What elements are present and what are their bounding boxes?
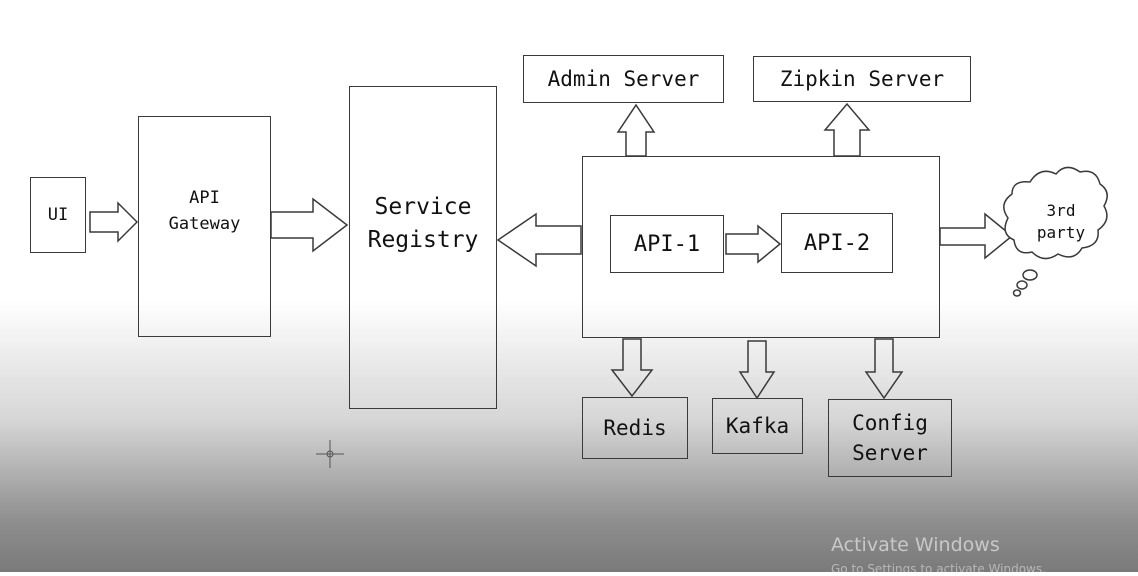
- api-1-label: API-1: [633, 231, 701, 257]
- arrow-cluster-to-redis: [610, 338, 654, 398]
- admin-server-label: Admin Server: [547, 67, 700, 91]
- activate-windows-subtitle: Go to Settings to activate Windows.: [831, 562, 1046, 576]
- arrow-ui-to-gateway: [89, 201, 139, 243]
- third-party-label: 3rd party: [1036, 201, 1086, 243]
- cursor-crosshair-icon: [316, 440, 344, 468]
- kafka-box[interactable]: Kafka: [712, 398, 803, 454]
- arrow-cluster-to-third-party: [939, 212, 1014, 260]
- service-registry-label: Service Registry: [367, 194, 479, 254]
- ui-label: UI: [47, 205, 69, 225]
- microservices-container: [582, 156, 940, 338]
- activate-windows-watermark: Activate Windows: [831, 534, 1000, 556]
- arrow-gateway-to-registry: [270, 197, 349, 253]
- api-1-box[interactable]: API-1: [610, 215, 724, 273]
- api-2-label: API-2: [803, 230, 871, 256]
- arrow-cluster-to-admin: [616, 103, 656, 157]
- zipkin-server-label: Zipkin Server: [779, 67, 945, 91]
- arrow-cluster-to-config: [864, 338, 904, 400]
- config-server-label: Config Server: [852, 410, 928, 465]
- third-party-cloud: [1003, 166, 1108, 297]
- zipkin-server-box[interactable]: Zipkin Server: [753, 56, 971, 102]
- arrow-cluster-to-registry: [496, 212, 582, 268]
- api-gateway-box[interactable]: API Gateway: [138, 116, 271, 337]
- redis-box[interactable]: Redis: [582, 397, 688, 459]
- api-2-box[interactable]: API-2: [781, 213, 893, 273]
- ui-box[interactable]: UI: [30, 177, 86, 253]
- service-registry-box[interactable]: Service Registry: [349, 86, 497, 409]
- kafka-label: Kafka: [725, 414, 790, 438]
- arrow-cluster-to-kafka: [738, 340, 776, 400]
- config-server-box[interactable]: Config Server: [828, 399, 952, 477]
- admin-server-box[interactable]: Admin Server: [523, 55, 724, 103]
- arrow-api1-to-api2: [725, 224, 782, 264]
- api-gateway-label: API Gateway: [168, 188, 241, 234]
- redis-label: Redis: [603, 416, 667, 440]
- arrow-cluster-to-zipkin: [823, 102, 871, 157]
